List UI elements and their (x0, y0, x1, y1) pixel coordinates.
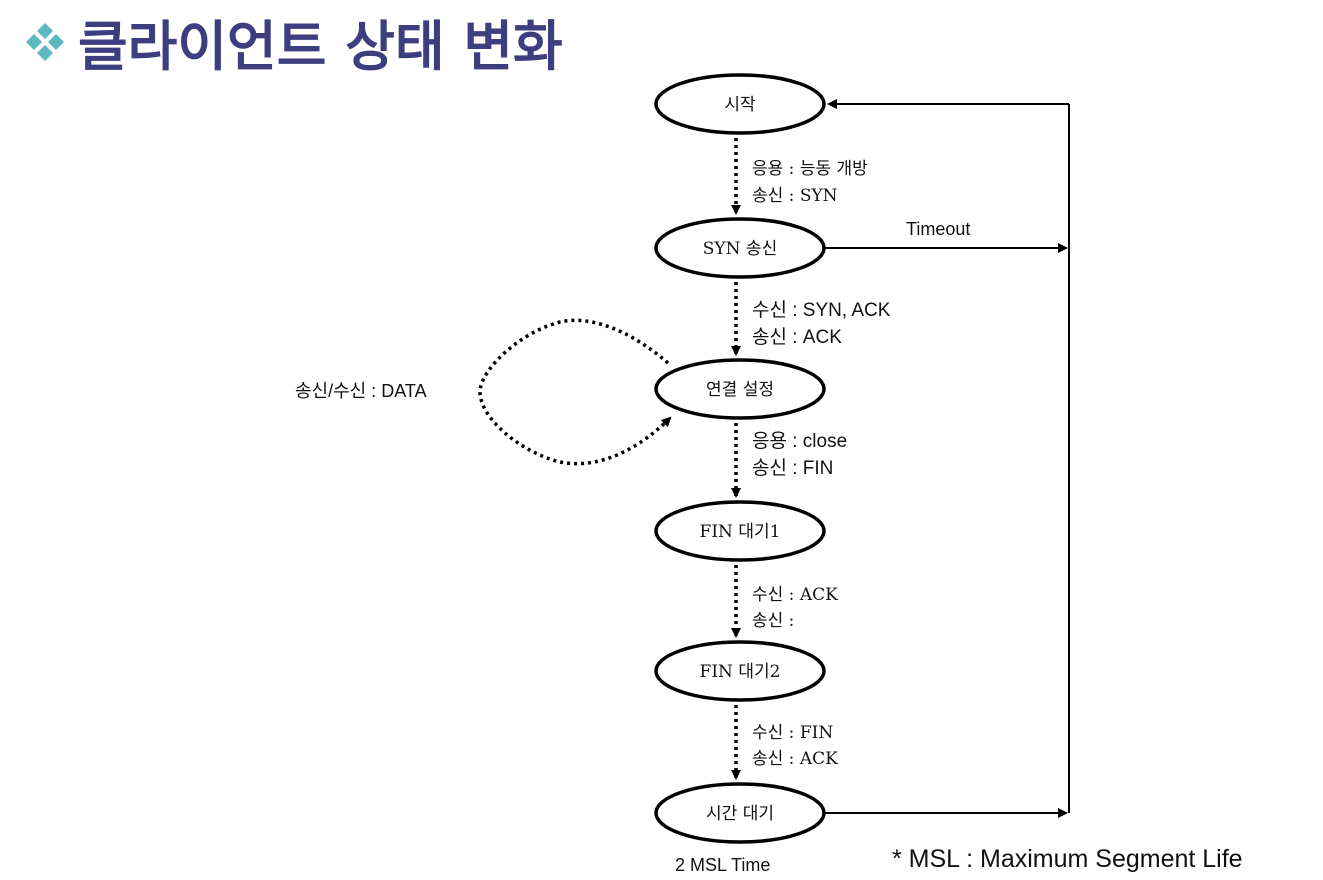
state-start (654, 73, 826, 135)
page-title: 클라이언트 상태 변화 (22, 2, 563, 81)
diamond-cluster-icon (26, 22, 64, 61)
transition-4-line1: 수신 : ACK (752, 585, 838, 605)
state-fin-wait1-label: FIN 대기1 (700, 522, 781, 542)
transition-1-line2: 송신 : SYN (752, 186, 838, 206)
data-loop-arrow (478, 318, 672, 466)
state-established-label: 연결 설정 (706, 380, 774, 400)
transition-3-line2: 송신 : FIN (752, 457, 833, 479)
transition-5-line2: 송신 : ACK (752, 749, 838, 769)
state-start-label: 시작 (724, 95, 756, 115)
time-wait-note: 2 MSL Time (675, 855, 770, 875)
state-established (654, 358, 826, 420)
state-fin-wait2-label: FIN 대기2 (700, 662, 781, 682)
transition-5-line1: 수신 : FIN (752, 723, 833, 743)
state-syn-sent (654, 217, 826, 279)
transition-2-line1: 수신 : SYN, ACK (752, 299, 891, 321)
transition-3-line1: 응용 : close (752, 431, 847, 452)
timeout-label: Timeout (906, 219, 970, 239)
state-time-wait (654, 782, 826, 844)
title-text: 클라이언트 상태 변화 (78, 15, 563, 78)
transition-1-line1: 응용 : 능동 개방 (752, 159, 868, 179)
state-fin-wait1 (654, 500, 826, 562)
footnote: * MSL : Maximum Segment Life (892, 845, 1243, 873)
state-time-wait-label: 시간 대기 (706, 804, 774, 824)
state-syn-sent-label: SYN 송신 (703, 239, 777, 259)
transition-2-line2: 송신 : ACK (752, 326, 842, 348)
state-fin-wait2 (654, 640, 826, 702)
transition-4-line2: 송신 : (752, 611, 794, 631)
loop-label: 송신/수신 : DATA (295, 381, 427, 401)
